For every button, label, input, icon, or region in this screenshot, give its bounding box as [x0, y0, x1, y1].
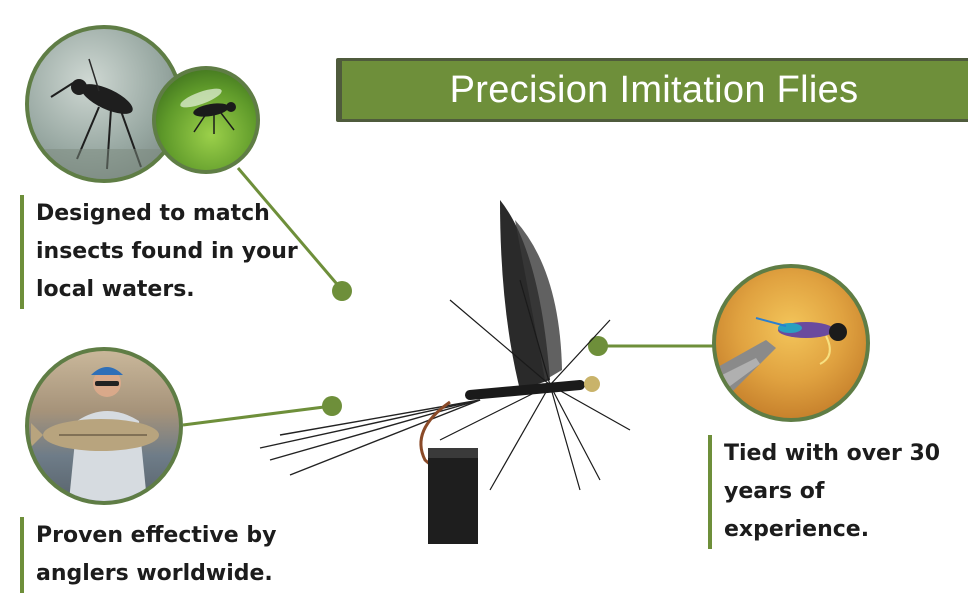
angler-icon	[31, 367, 159, 501]
insect-on-leaf-photo	[152, 66, 260, 174]
fly-body	[465, 380, 585, 400]
fly-vise-jaw	[428, 448, 478, 544]
connector-line-insects	[236, 167, 344, 291]
fly-wing	[500, 200, 562, 390]
nymph-fly-in-vise-photo	[712, 264, 870, 422]
callout-angler-line1: Proven effective by	[36, 523, 277, 548]
callout-insects-line2: insects found in your	[36, 239, 298, 264]
callout-angler-line2: anglers worldwide.	[36, 561, 273, 586]
connector-dot-angler	[322, 396, 342, 416]
insect-icon	[180, 88, 236, 134]
callout-insects-line1: Designed to match	[36, 201, 270, 226]
nymph-fly-icon	[716, 317, 847, 396]
connector-dot-experience	[588, 336, 608, 356]
callout-experience-line2: years of experience.	[724, 479, 870, 542]
fly-hackle	[439, 279, 631, 491]
connector-dot-insects	[332, 281, 352, 301]
callout-insects: Designed to match insects found in your …	[20, 195, 298, 309]
callout-experience: Tied with over 30 years of experience.	[708, 435, 970, 549]
fly-bead	[584, 376, 600, 392]
callout-experience-line1: Tied with over 30	[724, 441, 941, 466]
connector-line-angler	[182, 404, 333, 427]
banner-title: Precision Imitation Flies	[449, 68, 859, 111]
callout-insects-line3: local waters.	[36, 277, 195, 302]
title-banner: Precision Imitation Flies	[336, 58, 968, 122]
angler-with-fish-photo	[25, 347, 183, 505]
black-dry-fly-photo	[259, 200, 631, 544]
callout-angler: Proven effective by anglers worldwide.	[20, 517, 276, 593]
